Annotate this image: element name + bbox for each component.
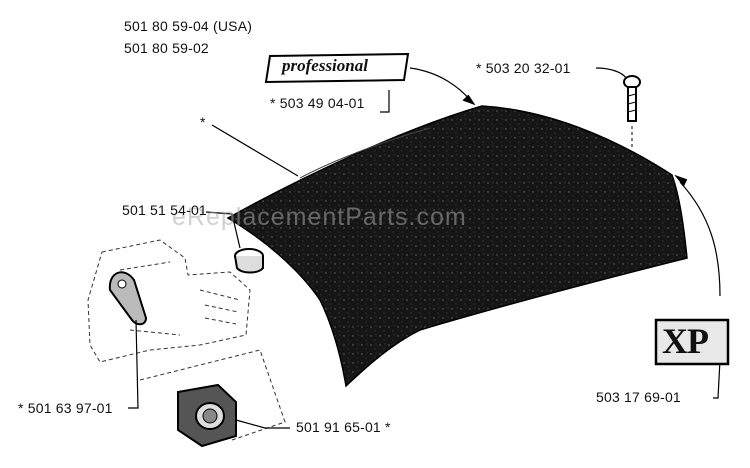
header-part-number-2: 501 80 59-02 [124, 40, 209, 56]
leader-lines [128, 67, 721, 429]
callout-plug: 501 51 54-01 [122, 202, 207, 218]
top-cover [226, 105, 688, 388]
watermark-text: eReplacementParts.com [172, 203, 467, 231]
xp-badge-frame [654, 318, 730, 366]
clamp-part [177, 383, 237, 448]
screw-part [623, 75, 641, 148]
header-part-number-1: 501 80 59-04 (USA) [124, 18, 253, 34]
callout-cover-star: * [200, 114, 206, 130]
xp-decal-text: XP [662, 321, 709, 361]
callout-decal-professional: * 503 49 04-01 [270, 95, 365, 111]
xp-decal: XP [656, 318, 730, 366]
professional-decal-text: professional [282, 56, 368, 75]
callout-left-part: * 501 63 97-01 [18, 400, 113, 416]
starter-pawl-part [108, 271, 148, 326]
plug-part [234, 248, 264, 274]
professional-badge-frame [264, 52, 410, 84]
professional-decal: professional [268, 53, 406, 81]
housing-outline [87, 239, 286, 441]
callout-decal-xp: 503 17 69-01 [596, 389, 681, 405]
callout-screw: * 503 20 32-01 [476, 60, 571, 76]
callout-clamp: 501 91 65-01 * [296, 419, 391, 435]
